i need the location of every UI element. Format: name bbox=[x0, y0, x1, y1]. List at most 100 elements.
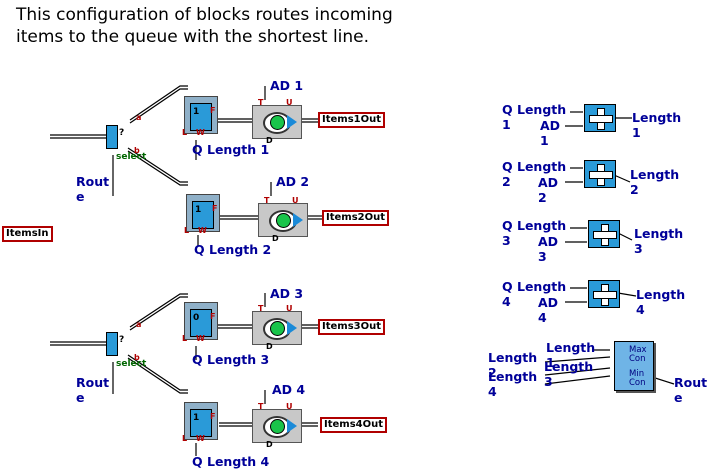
act3-U: U bbox=[286, 304, 293, 313]
page-subtitle: items to the queue with the shortest lin… bbox=[16, 27, 370, 47]
queue-count: 1 bbox=[193, 107, 200, 117]
maxmin-block[interactable]: Max Con Min Con bbox=[614, 341, 654, 391]
act1-U: U bbox=[286, 98, 293, 107]
queue3-F: F bbox=[210, 312, 216, 321]
port-a-bottom: a bbox=[136, 320, 142, 329]
maxmin-in-label-2: Length 2 bbox=[488, 350, 538, 380]
select-question: ? bbox=[119, 335, 125, 345]
act3-T: T bbox=[258, 304, 264, 313]
maxmin-in-label-1: Length 1 bbox=[546, 340, 596, 370]
queue-block-1[interactable]: 1 bbox=[184, 96, 218, 134]
arrow-icon bbox=[287, 419, 297, 433]
ad-label-4: AD 4 bbox=[272, 382, 306, 397]
select-stem bbox=[106, 332, 118, 356]
queue-bar bbox=[192, 201, 214, 229]
act1-D: D bbox=[266, 136, 273, 145]
arrow-icon bbox=[287, 115, 297, 129]
queue-label-2: Q Length 2 bbox=[194, 242, 272, 257]
act3-D: D bbox=[266, 342, 273, 351]
queue-bar bbox=[190, 309, 212, 337]
adder3-out-label: Length 3 bbox=[634, 226, 684, 256]
adder2-out-label: Length 2 bbox=[630, 167, 680, 197]
item-dot bbox=[270, 321, 285, 336]
port-b-top: b bbox=[134, 146, 140, 155]
route-label-bottom: Rout e bbox=[76, 375, 110, 405]
maxmin-in-label-4: Length 4 bbox=[488, 369, 538, 399]
output-label-3[interactable]: Items3Out bbox=[318, 319, 386, 335]
adder1-out-label: Length 1 bbox=[632, 110, 682, 140]
queue-bar bbox=[190, 103, 212, 131]
act1-T: T bbox=[258, 98, 264, 107]
item-dot bbox=[276, 213, 291, 228]
output-label-4[interactable]: Items4Out bbox=[320, 417, 388, 433]
queue1-F: F bbox=[210, 106, 216, 115]
queue2-F: F bbox=[212, 204, 218, 213]
activity-block-1[interactable] bbox=[252, 105, 302, 139]
queue2-W: W bbox=[198, 226, 207, 235]
port-a-top: a bbox=[136, 113, 142, 122]
adder1-ad-label: AD 1 bbox=[540, 118, 561, 148]
min-con-label: Min Con bbox=[629, 369, 646, 388]
queue3-L: L bbox=[182, 334, 188, 343]
queue-label-1: Q Length 1 bbox=[192, 142, 269, 157]
queue4-L: L bbox=[182, 434, 188, 443]
queue2-L: L bbox=[184, 226, 190, 235]
adder4-ad-label: AD 4 bbox=[538, 295, 559, 325]
adder2-ad-label: AD 2 bbox=[538, 175, 559, 205]
queue4-W: W bbox=[196, 434, 205, 443]
queue-label-3: Q Length 3 bbox=[192, 352, 270, 367]
ad-label-2: AD 2 bbox=[276, 174, 310, 189]
queue1-L: L bbox=[182, 128, 188, 137]
select-block-top[interactable]: ? bbox=[106, 120, 126, 152]
act4-U: U bbox=[286, 402, 293, 411]
output-label-2[interactable]: Items2Out bbox=[322, 210, 390, 226]
activity-block-3[interactable] bbox=[252, 311, 302, 345]
select-stem bbox=[106, 125, 118, 149]
queue-block-3[interactable]: 0 bbox=[184, 302, 218, 340]
max-con-label: Max Con bbox=[629, 345, 647, 364]
adder3-ad-label: AD 3 bbox=[538, 234, 559, 264]
queue-label-4: Q Length 4 bbox=[192, 454, 270, 469]
act4-D: D bbox=[266, 440, 273, 449]
adder-block-1[interactable] bbox=[584, 104, 616, 132]
adder2-q-label: Q Length 2 bbox=[502, 159, 567, 189]
maxmin-out-label: Rout e bbox=[674, 375, 708, 405]
item-dot bbox=[270, 419, 285, 434]
items-in-label[interactable]: ItemsIn bbox=[2, 226, 53, 242]
activity-block-4[interactable] bbox=[252, 409, 302, 443]
queue1-W: W bbox=[196, 128, 205, 137]
activity-block-2[interactable] bbox=[258, 203, 308, 237]
act4-T: T bbox=[258, 402, 264, 411]
queue3-W: W bbox=[196, 334, 205, 343]
adder-block-3[interactable] bbox=[588, 220, 620, 248]
queue-label-1-text: Q Length 1 bbox=[192, 142, 270, 157]
act2-T: T bbox=[264, 196, 270, 205]
select-label-top: select bbox=[116, 152, 147, 162]
adder3-q-label: Q Length 3 bbox=[502, 218, 567, 248]
item-dot bbox=[270, 115, 285, 130]
queue-block-2[interactable]: 1 bbox=[186, 194, 220, 232]
output-label-1[interactable]: Items1Out bbox=[318, 112, 386, 128]
maxmin-in-label-3: Length 3 bbox=[544, 359, 594, 389]
arrow-icon bbox=[293, 213, 303, 227]
adder4-q-label: Q Length 4 bbox=[502, 279, 567, 309]
select-question: ? bbox=[119, 128, 125, 138]
arrow-icon bbox=[287, 321, 297, 335]
queue-count: 0 bbox=[193, 313, 200, 323]
route-label-top: Rout e bbox=[76, 174, 110, 204]
adder-block-2[interactable] bbox=[584, 160, 616, 188]
queue-bar bbox=[190, 409, 212, 437]
act2-U: U bbox=[292, 196, 299, 205]
ad-label-1: AD 1 bbox=[270, 78, 304, 93]
port-b-bottom: b bbox=[134, 353, 140, 362]
queue-block-4[interactable]: 1 bbox=[184, 402, 218, 440]
queue-count: 1 bbox=[195, 205, 202, 215]
select-block-bottom[interactable]: ? bbox=[106, 327, 126, 359]
page-title: This configuration of blocks routes inco… bbox=[16, 5, 393, 25]
queue4-F: F bbox=[210, 412, 216, 421]
adder4-out-label: Length 4 bbox=[636, 287, 686, 317]
adder1-q-label: Q Length 1 bbox=[502, 102, 567, 132]
queue-count: 1 bbox=[193, 413, 200, 423]
adder-block-4[interactable] bbox=[588, 280, 620, 308]
